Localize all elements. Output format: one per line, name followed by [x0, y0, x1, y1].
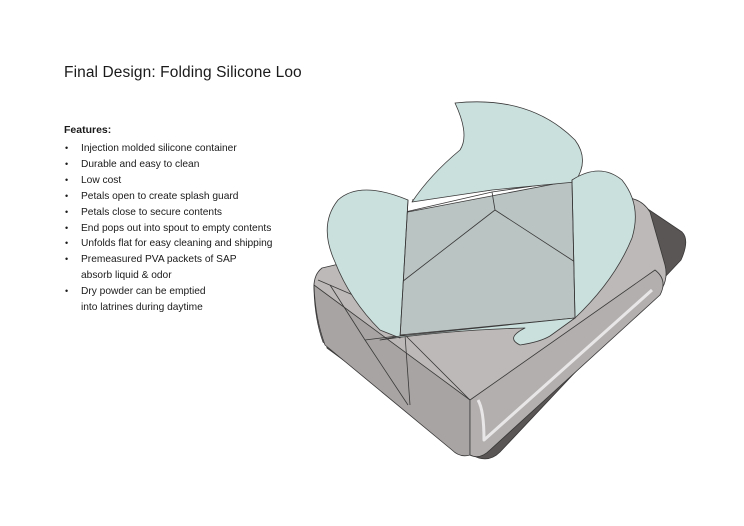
inner-cavity-fold [391, 179, 576, 286]
feature-text: Dry powder can be emptied [81, 286, 206, 298]
features-heading: Features: [64, 124, 112, 136]
bullet-icon: • [65, 174, 69, 185]
page-title: Final Design: Folding Silicone Loo [64, 64, 302, 81]
petal-right [571, 170, 636, 319]
bullet-icon: • [65, 286, 69, 297]
petal-front [379, 317, 576, 346]
base-facet [329, 284, 471, 406]
inner-cavity [391, 179, 576, 336]
features-list: • Injection molded silicone container • Du… [64, 141, 272, 316]
bullet-icon: • [65, 222, 69, 233]
list-item: • Dry powder can be emptied into latrines … [64, 284, 272, 316]
list-item: • Petals close to secure contents [64, 205, 272, 221]
list-item: • Durable and easy to clean [64, 157, 272, 173]
petal-left [326, 189, 409, 339]
loo-illustration [313, 101, 687, 460]
petal-right-fold [571, 179, 576, 319]
bullet-icon: • [65, 190, 69, 201]
base-front-left [313, 284, 471, 457]
list-item: • Petals open to create splash guard [64, 189, 272, 205]
feature-text: End pops out into spout to empty content… [81, 222, 272, 234]
feature-text: Premeasured PVA packets of SAP [81, 254, 237, 266]
list-item: • Unfolds flat for easy cleaning and ship… [64, 236, 272, 252]
base-edge-highlight [476, 288, 653, 442]
list-item: • Premeasured PVA packets of SAP absorb li… [64, 252, 272, 284]
feature-text: Petals open to create splash guard [81, 190, 239, 202]
feature-text: Injection molded silicone container [81, 143, 237, 154]
petal-left-fold [399, 199, 409, 339]
feature-text: Durable and easy to clean [81, 158, 200, 170]
feature-text-continued: absorb liquid & odor [81, 270, 172, 282]
bullet-icon: • [65, 143, 69, 153]
bullet-icon: • [65, 254, 69, 265]
feature-text: Petals close to secure contents [81, 206, 223, 218]
feature-text: Low cost [81, 174, 122, 186]
feature-text: Unfolds flat for easy cleaning and shipp… [81, 238, 273, 250]
bullet-icon: • [65, 206, 69, 217]
list-item: • Low cost [64, 173, 272, 189]
list-item: • End pops out into spout to empty conten… [64, 221, 272, 237]
bullet-icon: • [65, 158, 69, 169]
bullet-icon: • [65, 238, 69, 249]
list-item: • Injection molded silicone container [64, 141, 272, 157]
feature-text-continued: into latrines during daytime [81, 302, 203, 314]
